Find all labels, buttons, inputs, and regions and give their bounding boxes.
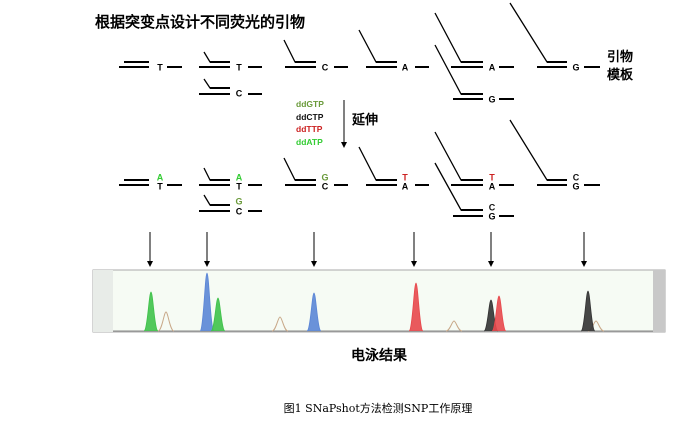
red-peak <box>408 282 424 332</box>
template-base: A <box>402 181 409 191</box>
ddntp-list: ddGTP ddCTP ddTTP ddATP <box>296 99 324 147</box>
primer-label: 引物 <box>607 49 633 65</box>
template-base: G <box>488 94 495 104</box>
top-row-primers: T T C C A A G G <box>119 2 600 104</box>
template-base: T <box>236 181 242 191</box>
template-base: A <box>489 181 496 191</box>
template-base: G <box>572 181 579 191</box>
green-peak <box>210 297 226 332</box>
template-base: C <box>322 181 329 191</box>
electrophoresis-label: 电泳结果 <box>351 347 408 364</box>
template-base: C <box>236 88 243 98</box>
added-base: G <box>321 172 328 182</box>
black-peak <box>580 290 596 332</box>
down-arrow-icon <box>147 232 153 267</box>
extend-arrow-icon <box>341 100 347 148</box>
template-base: T <box>157 62 163 72</box>
down-arrow-icon <box>411 232 417 267</box>
tan-peak <box>445 320 463 332</box>
template-base: A <box>402 62 409 72</box>
green-peak <box>143 291 159 332</box>
extend-label: 延伸 <box>351 112 378 128</box>
tan-peak <box>157 311 175 332</box>
template-base: A <box>489 62 496 72</box>
down-arrows <box>147 232 587 267</box>
added-base: A <box>236 172 243 182</box>
ddatp-label: ddATP <box>296 137 323 147</box>
blue-peak <box>199 272 215 332</box>
added-base: T <box>402 172 408 182</box>
figure-caption: 图1 SNaPshot方法检测SNP工作原理 <box>284 401 473 415</box>
template-base: C <box>322 62 329 72</box>
tan-peak <box>271 316 289 332</box>
added-base: C <box>573 172 580 182</box>
blue-peak <box>306 292 322 332</box>
down-arrow-icon <box>204 232 210 267</box>
electropherogram <box>92 269 666 333</box>
down-arrow-icon <box>488 232 494 267</box>
added-base: T <box>489 172 495 182</box>
template-base: C <box>236 206 243 216</box>
template-base: G <box>488 211 495 221</box>
template-base: T <box>236 62 242 72</box>
added-base: A <box>157 172 164 182</box>
added-base: G <box>235 196 242 206</box>
down-arrow-icon <box>311 232 317 267</box>
diagram-title: 根据突变点设计不同荧光的引物 <box>95 13 305 31</box>
template-base: T <box>157 181 163 191</box>
ddttp-label: ddTTP <box>296 124 323 134</box>
template-label: 模板 <box>607 67 634 83</box>
template-base: G <box>572 62 579 72</box>
red-peak <box>491 295 507 332</box>
added-base: C <box>489 202 496 212</box>
ddctp-label: ddCTP <box>296 112 324 122</box>
down-arrow-icon <box>581 232 587 267</box>
ddgtp-label: ddGTP <box>296 99 324 109</box>
